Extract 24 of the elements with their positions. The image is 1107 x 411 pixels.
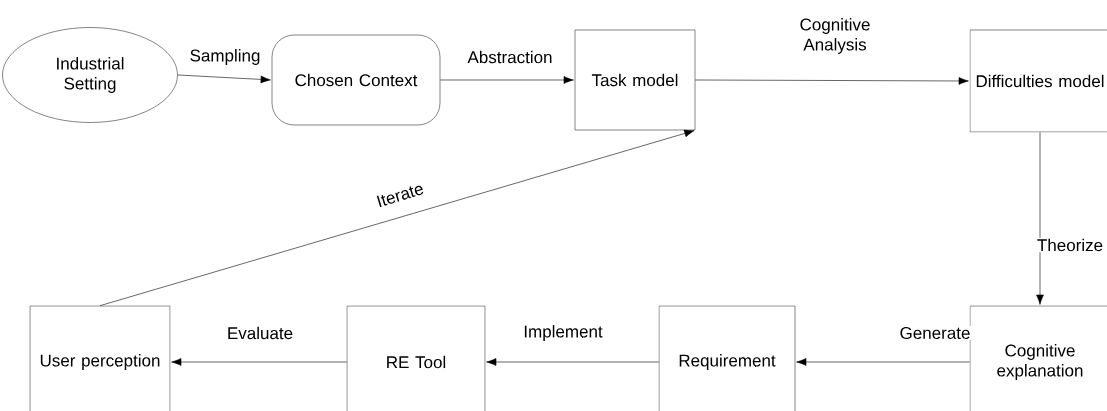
process-box: Requirement [658,305,796,411]
edge-label: Iterate [374,181,427,209]
edge-label: Theorize [1035,237,1105,253]
arrow [796,358,970,366]
arrow [99,129,695,306]
arrow [1036,132,1044,305]
edge-label: Sampling [188,48,262,66]
process-box: User perception [29,305,171,411]
edge-label: Implement [522,324,604,342]
ellipse-node: Industrial Setting [2,27,178,123]
arrow [171,358,347,366]
rounded-box: Chosen Context [271,34,441,126]
edge-label: Evaluate [225,325,295,341]
process-box: Task model [574,29,696,131]
edge-label: Abstraction [466,49,554,65]
edge-label: Cognitive Analysis [794,17,876,55]
process-box: RE Tool [346,305,486,411]
arrow [440,76,574,84]
edge-label: Generate [898,325,972,340]
arrow [486,358,659,366]
process-box: Cognitive explanation [969,305,1107,411]
process-box: Difficulties model [969,29,1107,133]
arrow [177,74,271,84]
arrow [695,77,969,85]
